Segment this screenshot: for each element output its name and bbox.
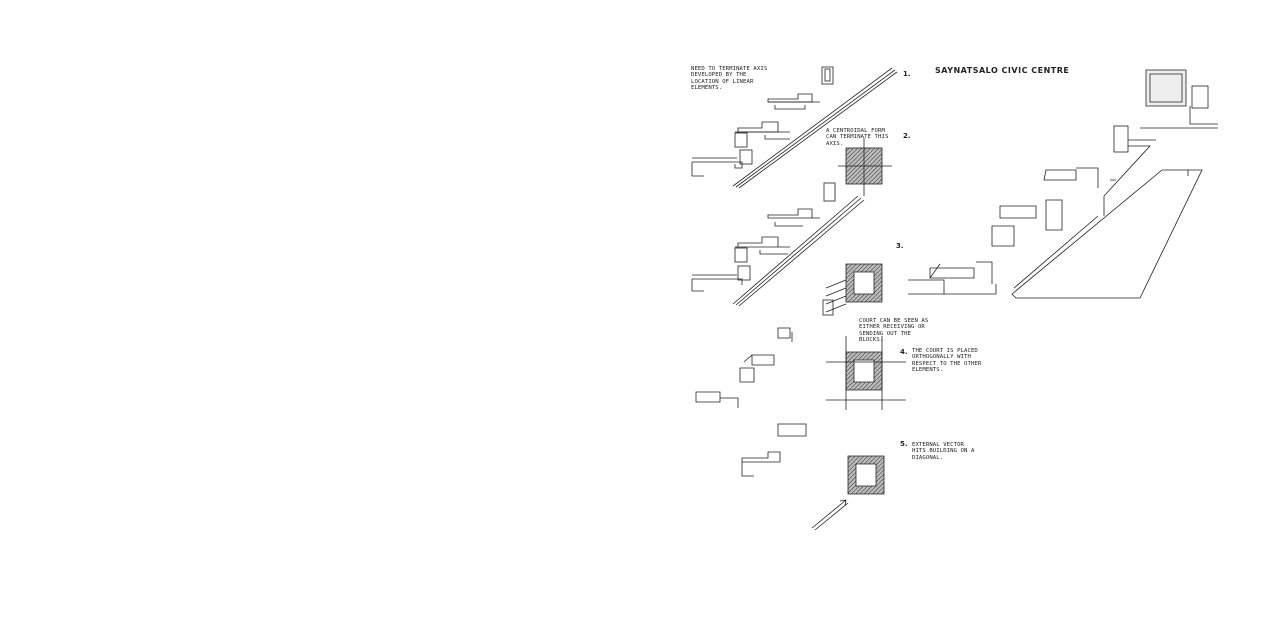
step4-number: 4. (900, 348, 908, 356)
step5-external-vector (741, 423, 885, 531)
drawing-title: SAYNATSALO CIVIC CENTRE (935, 66, 1070, 75)
step4-blocks (695, 327, 906, 410)
step1-linear-blocks (691, 66, 898, 189)
site-plan (908, 69, 1218, 299)
step4-note: THE COURT IS PLACED ORTHOGONALLY WITH RE… (912, 348, 982, 374)
step2-number: 2. (903, 132, 911, 140)
step3-court (822, 263, 883, 316)
step3-note: COURT CAN BE SEEN AS EITHER RECEIVING OR… (859, 318, 929, 344)
step2-centroidal-form (691, 138, 892, 307)
step2-note: A CENTROIDAL FORM CAN TERMINATE THIS AXI… (826, 128, 889, 147)
step1-number: 1. (903, 70, 911, 78)
step3-number: 3. (896, 242, 904, 250)
step5-number: 5. (900, 440, 908, 448)
step5-note: EXTERNAL VECTOR HITS BUILDING ON A DIAGO… (912, 442, 975, 461)
step1-note: NEED TO TERMINATE AXIS DEVELOPED BY THE … (691, 66, 768, 92)
